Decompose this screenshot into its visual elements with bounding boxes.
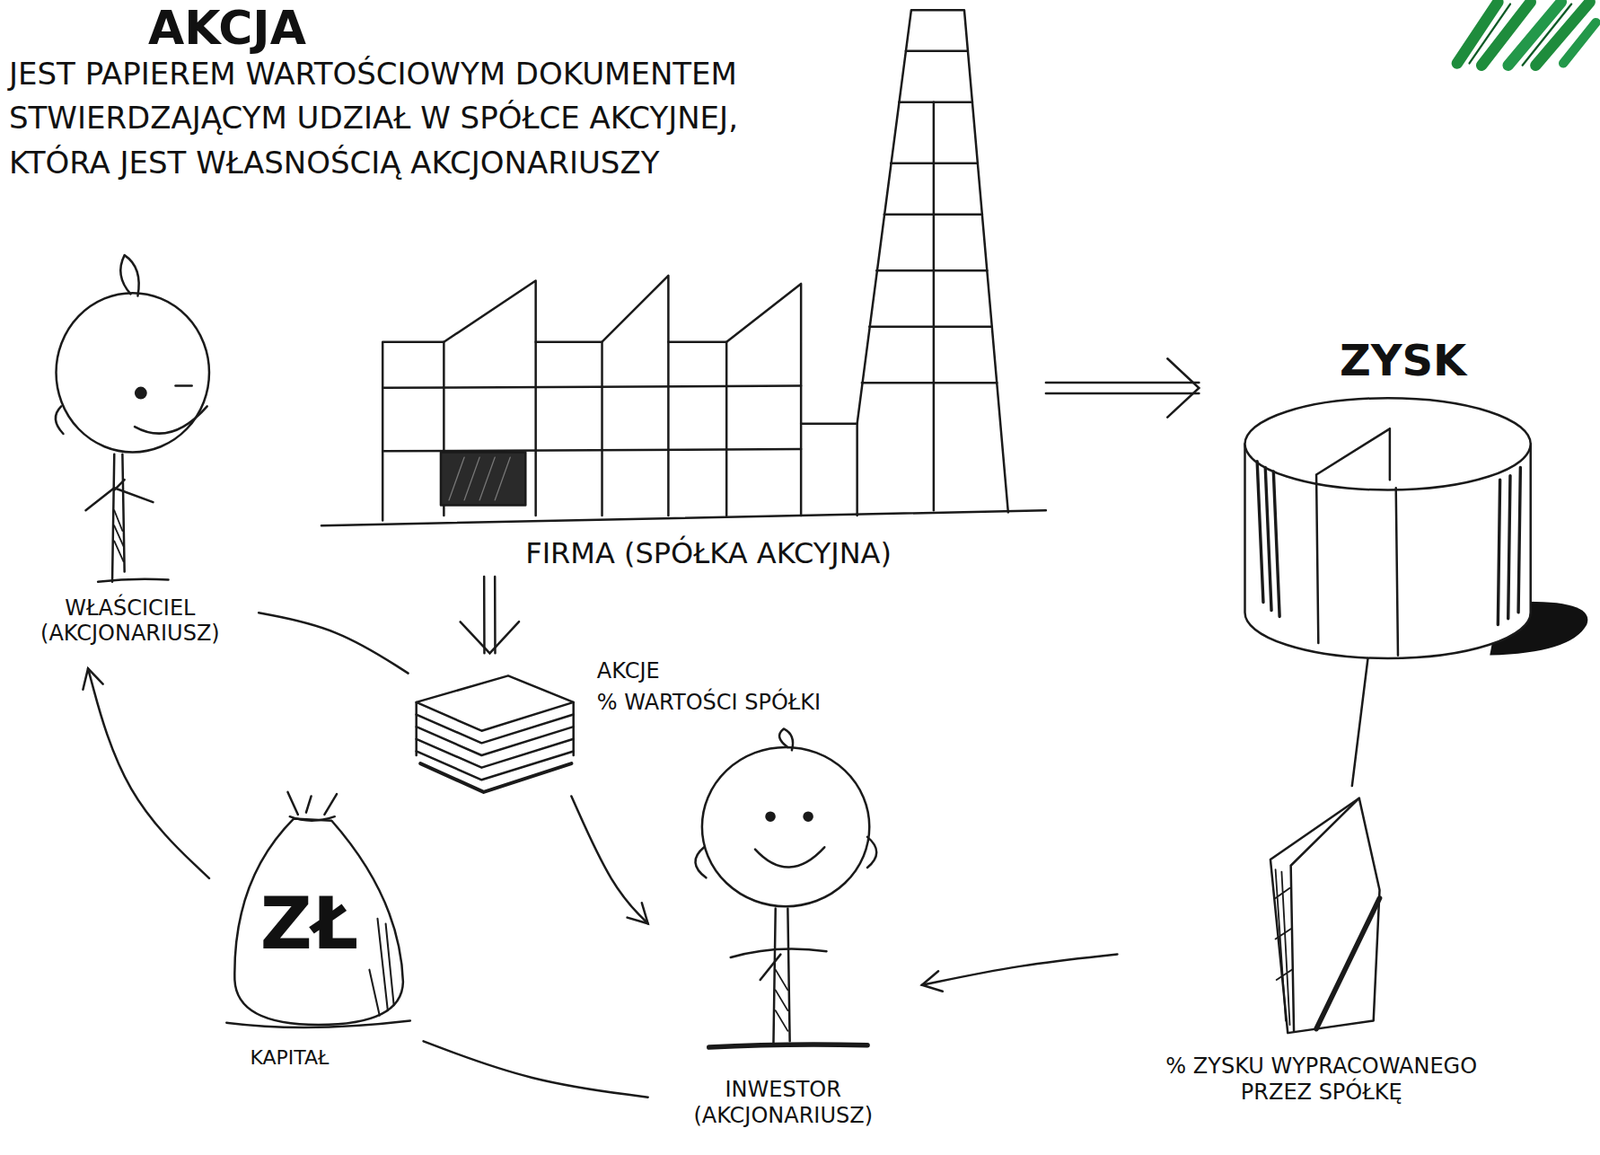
- flow-arrow: [1352, 658, 1369, 786]
- connector-line: [922, 953, 1118, 985]
- flow-arrow: [1046, 358, 1199, 417]
- owner-figure: WŁAŚCICIEL (AKCJONARIUSZ): [5, 270, 259, 669]
- node-label: FIRMA (SPÓŁKA AKCYJNA): [525, 536, 892, 571]
- node-label: ZŁ: [260, 887, 359, 960]
- connector-line: [1352, 658, 1369, 786]
- flow-arrow: [571, 795, 648, 924]
- owner-figure-drawing: [55, 254, 210, 582]
- node-label: AKCJE: [597, 658, 660, 685]
- definition-text: JEST PAPIEREM WARTOŚCIOWYM DOKUMENTEM ST…: [8, 52, 782, 185]
- connector-line: [423, 1040, 649, 1097]
- money-bag-drawing: [226, 791, 411, 1028]
- node-label: KAPITAŁ: [249, 1046, 329, 1070]
- flow-arrow: [460, 576, 519, 653]
- capital-bag: ZŁ KAPITAŁ: [209, 791, 424, 1082]
- node-label: % ZYSKU WYPRACOWANEGO PRZEZ SPÓŁKĘ: [1142, 1053, 1501, 1106]
- flow-arrow: [423, 1040, 649, 1097]
- profit-cake: ZYSK: [1198, 326, 1592, 659]
- shares-stack-drawing: [416, 675, 574, 792]
- profit-share-slice: % ZYSKU WYPRACOWANEGO PRZEZ SPÓŁKĘ: [1116, 785, 1526, 1133]
- investor-figure: INWESTOR (AKCJONARIUSZ): [648, 729, 923, 1149]
- connector-line: [571, 795, 648, 924]
- profit-cake-drawing: [1245, 397, 1589, 659]
- shares-stack: AKCJE % WARTOŚCI SPÓŁKI: [408, 652, 883, 796]
- arrow-head: [460, 621, 519, 653]
- flow-arrow: [922, 953, 1118, 991]
- diagram-title: AKCJA: [148, 0, 307, 56]
- arrow-head: [82, 668, 103, 689]
- arrow-head: [922, 970, 943, 992]
- company-factory: FIRMA (SPÓŁKA AKCYJNA): [321, 275, 1047, 577]
- connector-line: [1046, 381, 1199, 385]
- node-label: % WARTOŚCI SPÓŁKI: [597, 689, 821, 716]
- node-label: ZYSK: [1339, 334, 1467, 387]
- node-label: INWESTOR (AKCJONARIUSZ): [648, 1076, 919, 1129]
- connector-line: [493, 576, 497, 653]
- arrow-head: [1167, 358, 1199, 417]
- flow-arrow: [258, 612, 408, 673]
- connector-line: [258, 612, 408, 673]
- investor-figure-drawing: [694, 728, 877, 1047]
- node-label: WŁAŚCICIEL (AKCJONARIUSZ): [5, 595, 255, 648]
- flow-arrow: [82, 668, 210, 879]
- arrow-head: [627, 902, 649, 924]
- logo: [1457, 1, 1597, 65]
- connector-line: [87, 668, 210, 879]
- connector-line: [1046, 392, 1199, 396]
- connector-line: [483, 576, 486, 653]
- profit-slice-drawing: [1270, 798, 1381, 1033]
